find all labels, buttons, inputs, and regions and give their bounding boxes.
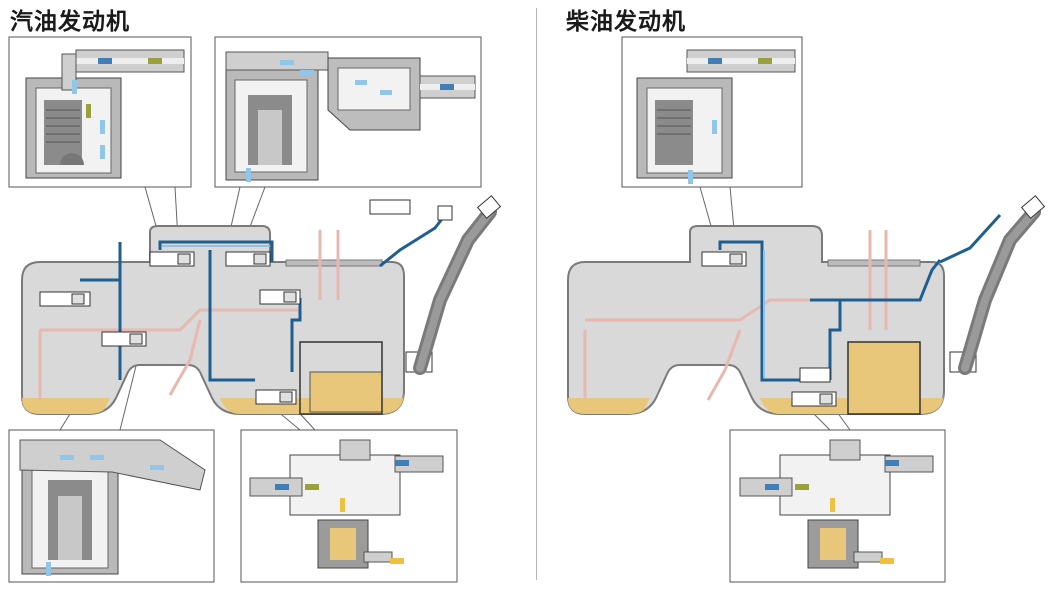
valve-icon xyxy=(791,391,837,407)
valve-icon xyxy=(259,289,301,305)
vent-lines xyxy=(80,214,447,382)
petrol-engine-title: 汽油发动机 xyxy=(10,9,130,35)
flow-arrows xyxy=(765,460,899,564)
flow-arrows xyxy=(46,455,164,576)
filler-cap-icon xyxy=(1020,195,1046,219)
detail-box-top-middle xyxy=(214,36,482,188)
valve-icon xyxy=(39,291,91,307)
diesel-diagram-svg xyxy=(567,36,1046,583)
fuel-tank xyxy=(567,225,945,415)
check-valve-icon xyxy=(437,205,453,221)
flow-arrows xyxy=(275,460,409,564)
valve-modules xyxy=(701,251,977,407)
petrol-diagram-svg xyxy=(8,36,502,583)
flow-arrows xyxy=(688,58,772,184)
detail-box-top-left xyxy=(8,36,192,188)
valve-icon xyxy=(701,251,747,267)
detail-box-bottom-right xyxy=(240,429,458,583)
petrol-diagram xyxy=(8,36,502,583)
return-lines xyxy=(38,230,340,400)
fuel-tank xyxy=(21,225,405,415)
filler-neck xyxy=(958,195,1046,375)
valve-modules xyxy=(39,199,433,405)
panel-divider xyxy=(536,8,537,580)
valve-icon xyxy=(799,367,831,383)
valve-icon xyxy=(255,389,297,405)
diesel-diagram xyxy=(540,0,1049,602)
flow-arrows xyxy=(246,60,454,182)
diesel-engine-title: 柴油发动机 xyxy=(566,9,686,35)
detail-box-bottom-left xyxy=(8,429,215,583)
detail-box-top xyxy=(621,36,803,188)
valve-icon xyxy=(369,199,411,215)
valve-icon xyxy=(101,331,147,347)
valve-icon xyxy=(149,251,195,267)
valve-icon xyxy=(225,251,271,267)
flow-arrows xyxy=(72,58,162,159)
vent-lines xyxy=(718,213,1002,382)
filler-cap-icon xyxy=(476,195,502,219)
filler-neck xyxy=(413,195,502,375)
detail-box-bottom xyxy=(729,429,946,583)
